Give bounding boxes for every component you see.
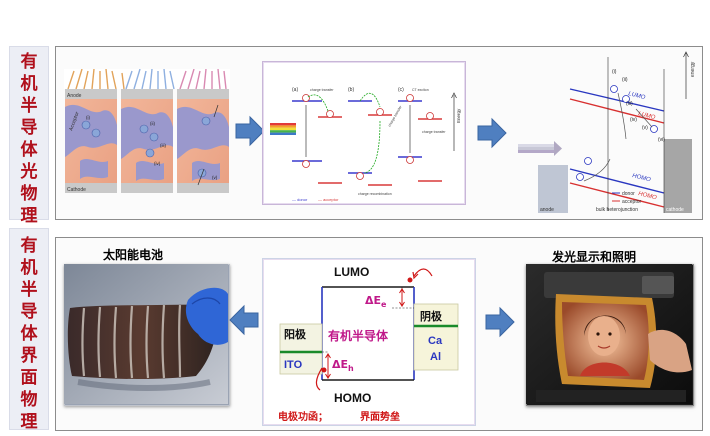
roman-label: (ii)	[150, 121, 155, 126]
section-title-char: 机	[20, 258, 38, 278]
note-text: charge transfer	[387, 104, 403, 127]
section-title-char: 体	[20, 324, 38, 344]
roman-label: (ii)	[622, 77, 628, 83]
section-title-char: 物	[20, 184, 38, 204]
section-title-char: 半	[20, 96, 38, 116]
section-title-char: 机	[20, 74, 38, 94]
flow-arrow-right	[485, 306, 515, 338]
display-lighting-caption: 发光显示和照明	[552, 250, 637, 264]
note-text: CT exciton	[412, 88, 429, 92]
roman-label: (iii)	[626, 101, 633, 107]
barrier-note: 界面势垒	[360, 410, 400, 423]
light-beam	[518, 141, 562, 156]
section-title-char: 体	[20, 140, 38, 160]
light-beam	[270, 123, 296, 135]
band-diagram: LUMO LUMO HOMO HOMO (i) (ii) (iii) (iv) …	[518, 51, 696, 213]
anode-box	[279, 323, 323, 375]
cathode-label: 阴极	[420, 309, 443, 323]
note-text: charge transfer	[422, 130, 446, 134]
energy-axis-label: Energy	[456, 108, 461, 123]
section-title-char: 物	[20, 390, 38, 410]
section-title-char: 有	[20, 236, 38, 256]
flow-arrow-left	[229, 304, 259, 336]
ito-label: ITO	[284, 359, 303, 371]
solar-cell-photo	[64, 264, 228, 404]
morphology-tile-3	[177, 89, 229, 193]
section-title-char: 光	[20, 162, 38, 182]
morphology-tile-2	[121, 89, 173, 193]
diagram-label-b: (b)	[348, 87, 354, 93]
flow-arrow-right	[235, 115, 265, 147]
section-title-char: 界	[20, 346, 38, 366]
roman-label: (v)	[642, 125, 648, 131]
al-label: Al	[430, 351, 441, 363]
roman-label: (v)	[212, 175, 218, 180]
homo-label: HOMO	[632, 173, 652, 183]
interface-physics-panel: 太阳能电池	[55, 237, 703, 431]
cathode-box	[413, 303, 459, 371]
anode-label: Anode	[67, 93, 82, 99]
section-title-char: 半	[20, 280, 38, 300]
bhj-morphology-figure: Anode Cathode Acceptor (i) (ii) (iii) (i…	[64, 69, 230, 193]
section-label-interface: 有机半导体界面物理	[9, 228, 49, 432]
charge-transfer-diagram: (a) charge transfer (b) charge recombina…	[270, 87, 461, 202]
homo-label: HOMO	[638, 191, 658, 201]
hand	[648, 329, 692, 373]
cathode-label: Cathode	[67, 187, 86, 193]
oled-photo	[526, 264, 692, 404]
section-title-char: 理	[20, 412, 38, 432]
section-label-optical: 有机半导体光物理	[9, 46, 49, 226]
semiconductor-label: 有机半导体	[328, 328, 389, 343]
section-title-char: 面	[20, 368, 38, 388]
cathode-block	[664, 139, 692, 213]
roman-label: (i)	[86, 115, 90, 120]
legend-acceptor: — acceptor	[318, 197, 339, 202]
cell-stripes	[81, 304, 182, 379]
legend-donor: donor	[622, 191, 635, 197]
morphology-tile-1	[65, 89, 117, 193]
delta-e-electron: ΔEe	[365, 294, 387, 309]
note-text: charge transfer	[310, 88, 334, 92]
work-function-note: 电极功函；	[278, 410, 328, 423]
anode-label: anode	[540, 207, 554, 213]
optical-physics-panel: Anode Cathode Acceptor (i) (ii) (iii) (i…	[55, 46, 703, 220]
lumo-label: LUMO	[628, 91, 647, 101]
delta-e-hole: ΔEh	[332, 358, 354, 373]
anode-label: 阳极	[284, 327, 307, 341]
anode-block	[538, 165, 568, 213]
solar-cell-caption: 太阳能电池	[103, 248, 164, 262]
sunlight-rays	[64, 69, 230, 90]
interface-energy-diagram: LUMO HOMO 有机半导体 阳极 ITO 阴极 Ca Al ΔEe	[278, 265, 459, 423]
legend-acceptor: acceptor	[622, 199, 642, 205]
homo-label: HOMO	[334, 391, 371, 405]
energy-axis-label: energy	[690, 61, 696, 77]
lumo-label: LUMO	[638, 111, 657, 121]
cathode-label: cathode	[666, 207, 684, 213]
roman-label: (iii)	[160, 143, 166, 148]
section-title-char: 有	[20, 52, 38, 72]
ca-label: Ca	[428, 335, 443, 347]
note-text: charge recombination	[358, 192, 392, 196]
roman-label: (vi)	[658, 137, 665, 143]
diagram-label-a: (a)	[292, 87, 298, 93]
bulk-heterojunction-label: bulk heterojunction	[596, 207, 638, 213]
legend-donor: — donor	[292, 197, 308, 202]
flow-arrow-right	[477, 117, 507, 149]
roman-label: (iv)	[630, 117, 637, 123]
diagram-label-c: (c)	[398, 87, 404, 93]
lumo-label: LUMO	[334, 265, 369, 279]
roman-label: (iv)	[154, 161, 161, 166]
section-title-char: 理	[20, 206, 38, 226]
section-title-char: 导	[20, 118, 38, 138]
section-title-char: 导	[20, 302, 38, 322]
roman-label: (i)	[612, 69, 617, 75]
